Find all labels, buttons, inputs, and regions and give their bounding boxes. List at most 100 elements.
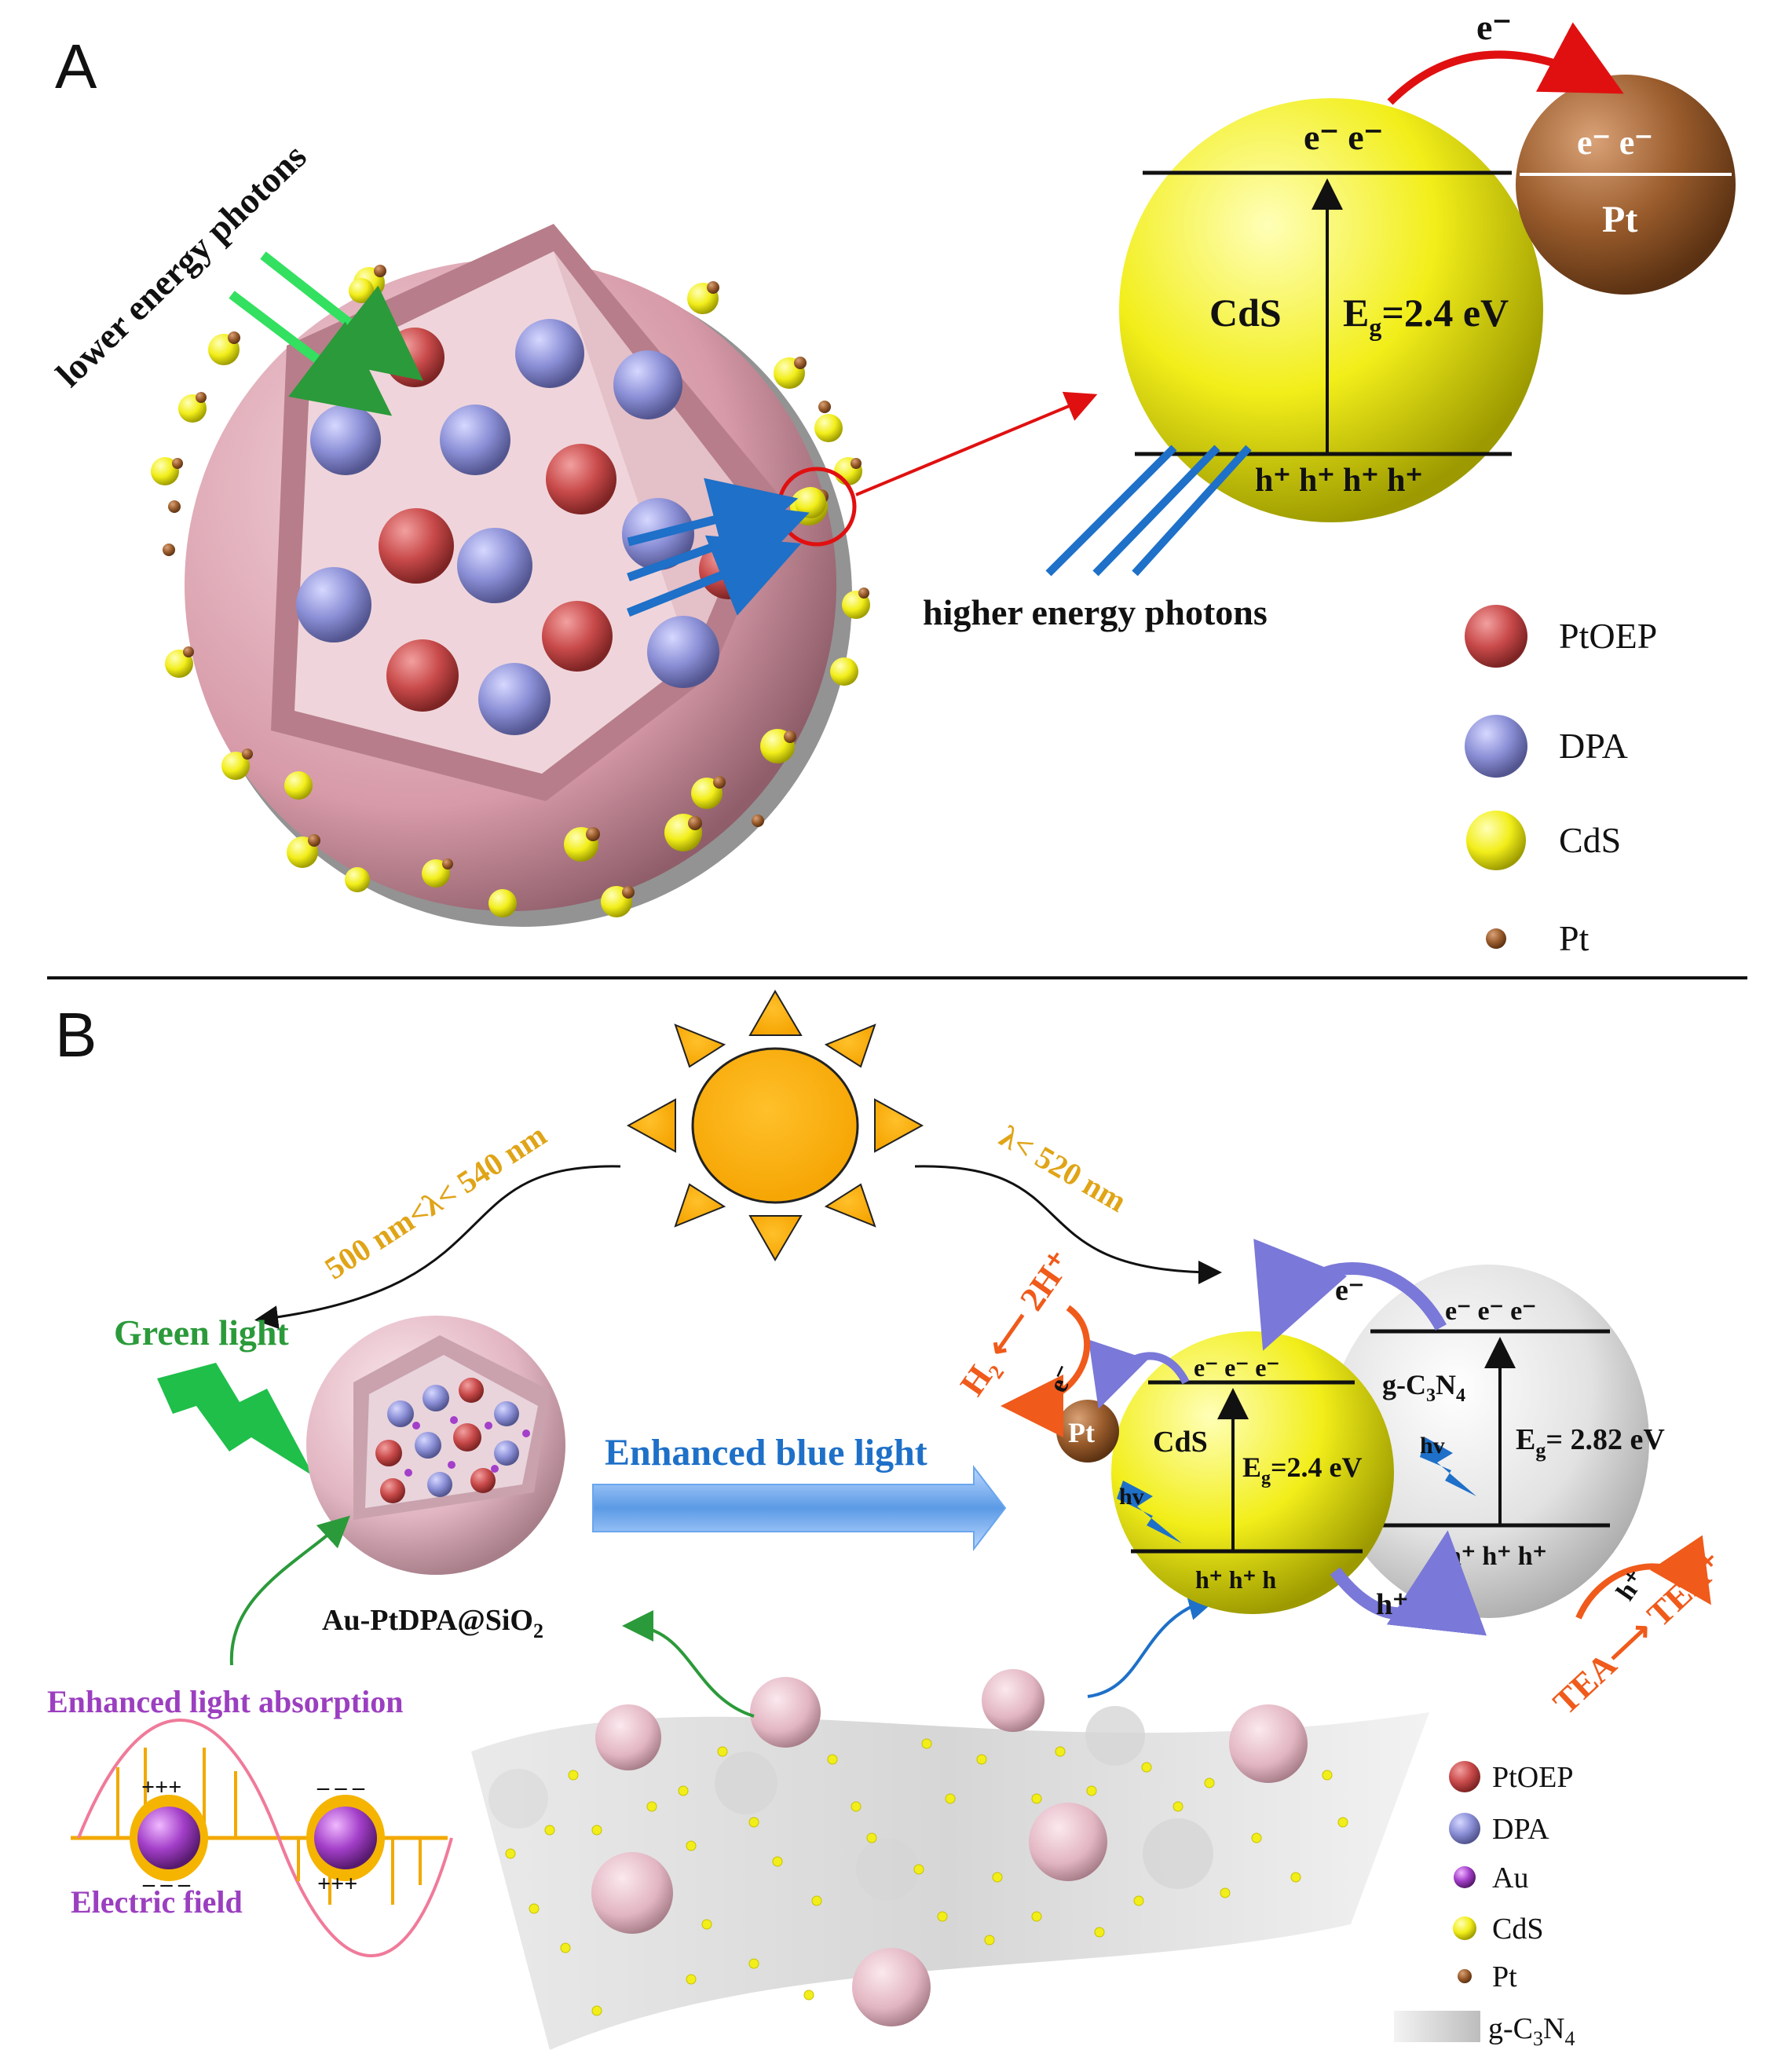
cds-label: CdS	[1153, 1426, 1208, 1459]
svg-text:CdS: CdS	[1559, 820, 1621, 860]
vb-holes-label: h⁺ h⁺ h⁺ h⁺	[1255, 463, 1423, 499]
pt-label: Pt	[1602, 199, 1637, 240]
left-light-arrow	[254, 1165, 621, 1329]
sheet-to-cds-arrow	[1087, 1589, 1220, 1698]
blue-photon-arrows-cds	[1045, 445, 1252, 577]
dpa-sphere	[310, 405, 381, 475]
pt-sphere-a: e⁻ e⁻ Pt	[1516, 75, 1736, 295]
cds-band-diagram-a: e⁻ e⁻ CdS Eg=2.4 eV h⁺ h⁺ h⁺ h⁺	[1119, 98, 1543, 522]
higher-energy-photons-label: higher energy photons	[923, 592, 1268, 632]
tea-reaction-arrow	[1575, 1535, 1711, 1620]
svg-text:DPA: DPA	[1492, 1813, 1549, 1846]
svg-text:CdS: CdS	[1492, 1913, 1543, 1946]
svg-text:Pt: Pt	[1492, 1960, 1517, 1993]
hole-transfer-arrow-b	[1330, 1530, 1487, 1636]
legend-item-pt: Pt	[1458, 1960, 1517, 1993]
legend-item-gcn: g-C3N4	[1394, 2011, 1575, 2050]
hv-label: hv	[1119, 1484, 1144, 1510]
svg-text:PtOEP: PtOEP	[1492, 1761, 1573, 1794]
legend-item-cds: CdS	[1453, 1913, 1543, 1946]
svg-text:Au: Au	[1492, 1862, 1528, 1894]
dpa-sphere	[478, 663, 551, 735]
lightning-icon	[157, 1363, 314, 1477]
sheet-to-sphere-arrow	[622, 1610, 755, 1718]
transfer-electron-label: e⁻	[1476, 7, 1512, 47]
dpa-sphere	[613, 350, 682, 419]
gcn-holes: h⁺ h⁺ h⁺	[1447, 1542, 1547, 1571]
cds-band-diagram-b: e⁻ e⁻ e⁻ CdS Eg=2.4 eV h⁺ h⁺ h hv	[1111, 1331, 1394, 1614]
legend-item-au: Au	[1454, 1862, 1528, 1894]
e-minus-label: e⁻	[1335, 1274, 1364, 1307]
h-plus-tea-label: h⁺	[1611, 1565, 1651, 1605]
dpa-sphere	[296, 567, 371, 642]
e-minus-pt-label: e⁻	[1044, 1361, 1081, 1397]
legend-item-pt: Pt	[1486, 918, 1590, 958]
minus-charges: – – –	[142, 1871, 191, 1897]
panel-b-label: B	[55, 1000, 97, 1070]
dpa-sphere	[457, 528, 532, 603]
right-light-arrow	[914, 1165, 1222, 1284]
pt-sphere-b: Pt	[1056, 1400, 1119, 1462]
electron-transfer-arrow	[1387, 22, 1624, 105]
gcn-eg-label: Eg= 2.82 eV	[1516, 1423, 1665, 1462]
eg-label: Eg=2.4 eV	[1343, 291, 1509, 341]
green-photon-arrows	[229, 251, 423, 416]
au-ptdpa-sphere	[306, 1316, 565, 1575]
svg-text:PtOEP: PtOEP	[1559, 616, 1657, 656]
electron-transfer-arrow-b	[1253, 1239, 1447, 1351]
lightning-icon	[1420, 1437, 1476, 1496]
svg-text:DPA: DPA	[1559, 726, 1628, 766]
dpa-sphere	[515, 319, 584, 388]
h-plus-label: h⁺	[1376, 1588, 1408, 1621]
svg-text:Pt: Pt	[1559, 918, 1590, 958]
plus-charges: +++	[317, 1871, 357, 1897]
ptoep-sphere	[379, 508, 454, 584]
dpa-sphere	[647, 616, 719, 688]
cds-holes: h⁺ h⁺ h	[1195, 1565, 1276, 1594]
minus-charges: – – –	[316, 1774, 365, 1800]
absorption-arrow	[229, 1515, 350, 1666]
legend-item-dpa: DPA	[1465, 715, 1628, 778]
electric-field-diagram: +++ – – – – – – +++	[71, 1719, 453, 1957]
legend-a: PtOEP DPA CdS Pt	[1465, 605, 1657, 958]
enhanced-absorption-label: Enhanced light absorption	[47, 1684, 403, 1719]
green-light-label: Green light	[114, 1312, 289, 1353]
g-c3n4-sheet	[471, 1669, 1429, 2050]
ptoep-sphere	[386, 639, 459, 712]
wavelength-right-label: λ< 520 nm	[994, 1118, 1133, 1219]
au-ptdpa-label: Au-PtDPA@SiO2	[322, 1604, 543, 1642]
hv-label: hv	[1420, 1433, 1445, 1459]
zoom-arrow	[855, 391, 1098, 496]
ptoep-sphere	[546, 444, 616, 514]
h2-reaction-arrow	[1001, 1305, 1091, 1437]
enhanced-blue-light-label: Enhanced blue light	[605, 1432, 927, 1473]
ptoep-sphere	[542, 601, 613, 672]
inner-molecules	[296, 319, 759, 735]
gcn-label: g-C3N4	[1382, 1369, 1465, 1406]
svg-text:g-C3N4: g-C3N4	[1488, 2012, 1575, 2050]
dpa-sphere	[440, 405, 510, 475]
cds-eg-label: Eg=2.4 eV	[1242, 1451, 1363, 1488]
enhanced-blue-arrow	[592, 1465, 1007, 1551]
electric-field-label: Electric field	[71, 1884, 243, 1920]
cds-label: CdS	[1209, 291, 1282, 335]
cds-to-pt-arrow	[1088, 1339, 1190, 1409]
blue-photon-arrows-a	[626, 478, 810, 617]
legend-item-ptoep: PtOEP	[1449, 1761, 1573, 1794]
surface-cds-particles	[151, 265, 870, 917]
cds-sphere	[1119, 98, 1543, 522]
legend-item-dpa: DPA	[1449, 1813, 1549, 1846]
cds-electrons: e⁻ e⁻ e⁻	[1194, 1353, 1279, 1382]
gcn-electrons: e⁻ e⁻ e⁻	[1445, 1297, 1536, 1326]
panel-a-label: A	[55, 31, 97, 101]
cb-electrons-label: e⁻ e⁻	[1304, 117, 1383, 157]
legend-item-ptoep: PtOEP	[1465, 605, 1657, 668]
legend-b: PtOEP DPA Au CdS Pt g-C3N4	[1394, 1761, 1575, 2050]
lightning-icon	[1117, 1481, 1182, 1543]
legend-item-cds: CdS	[1466, 811, 1621, 870]
plus-charges: +++	[141, 1774, 181, 1800]
svg-text:Pt: Pt	[1068, 1417, 1095, 1448]
pt-electrons-label: e⁻ e⁻	[1577, 123, 1653, 162]
sun-icon	[626, 990, 924, 1261]
